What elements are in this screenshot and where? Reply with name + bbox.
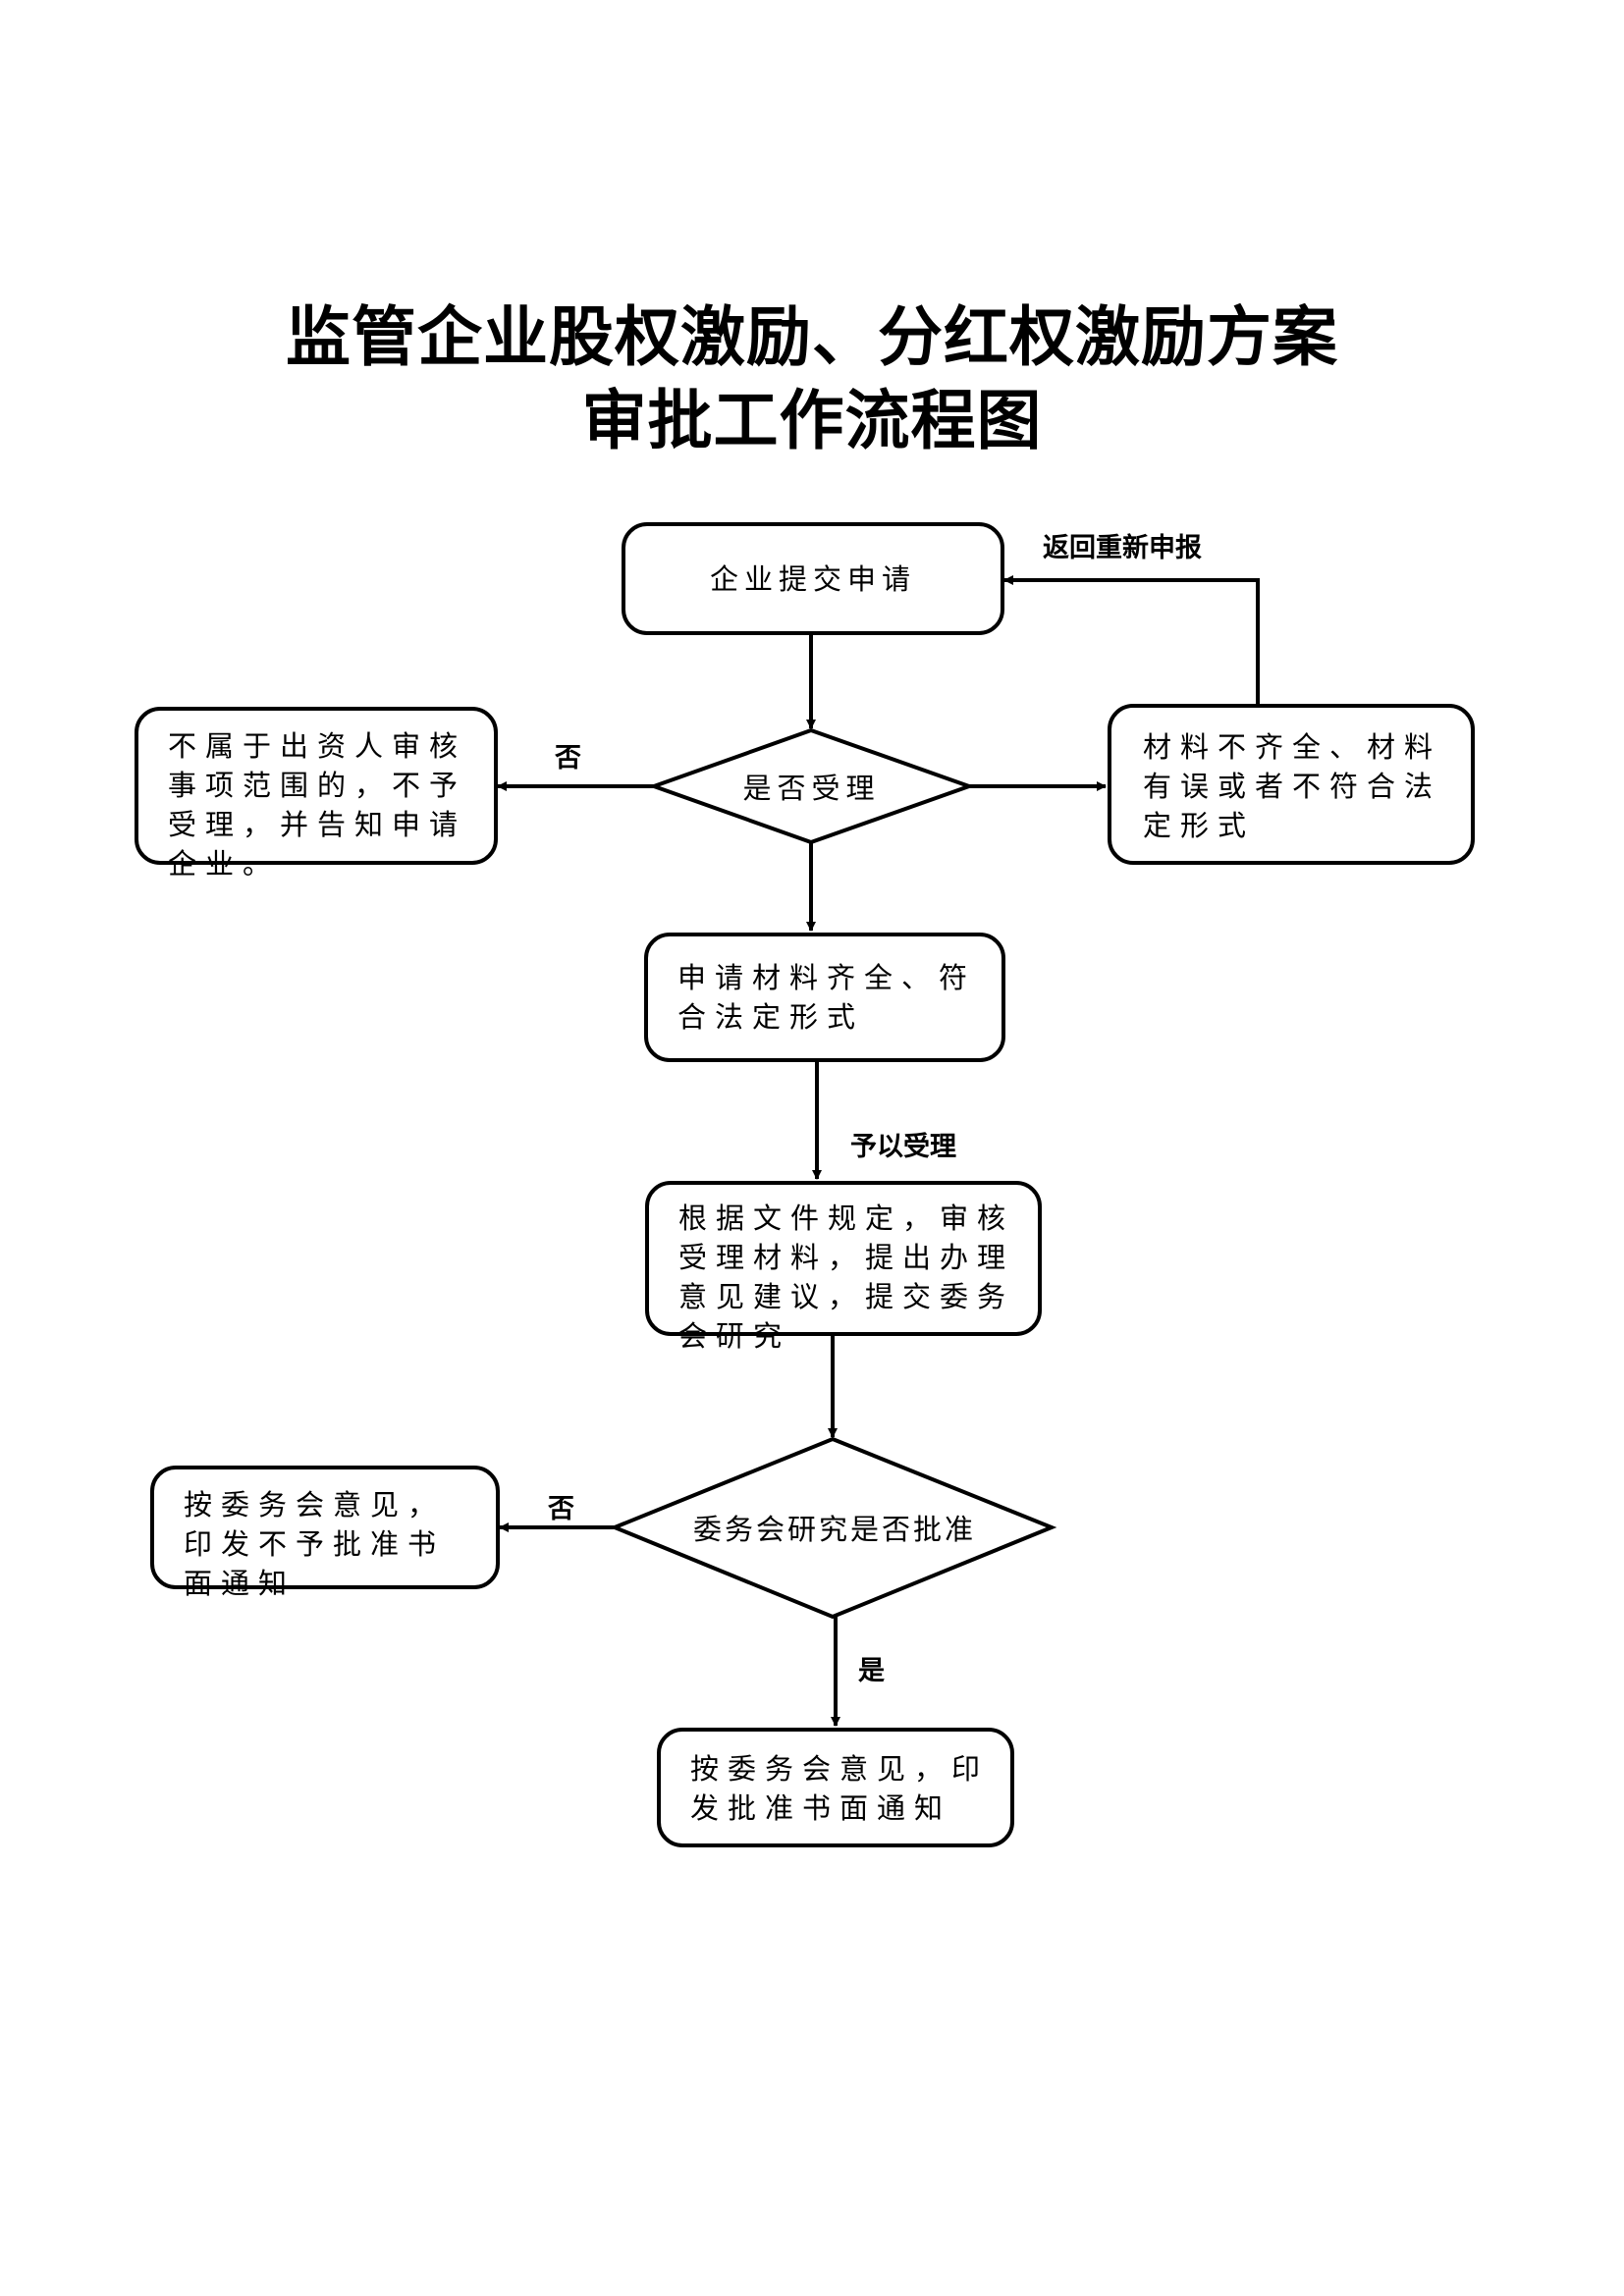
- node-reject-scope: 不属于出资人审核事项范围的，不予受理，并告知申请企业。: [135, 707, 498, 881]
- approve-decision-text: 委务会研究是否批准: [692, 1513, 976, 1546]
- node-incomplete-text: 材料不齐全、材料有误或者不符合法定形式: [1143, 730, 1442, 842]
- page-title-line-1: 监管企业股权激励、分红权激励方案: [286, 298, 1338, 375]
- node-submit: 企业提交申请: [622, 522, 1004, 635]
- node-approved: 按委务会意见，印发批准书面通知: [657, 1728, 1014, 1847]
- node-reject-scope-text: 不属于出资人审核事项范围的，不予受理，并告知申请企业。: [168, 729, 467, 881]
- label-resubmit: 返回重新申报: [1043, 533, 1202, 563]
- node-review-text: 根据文件规定，审核受理材料，提出办理意见建议，提交委务会研究: [678, 1201, 1015, 1353]
- node-complete: 申请材料齐全、符合法定形式: [644, 933, 1005, 1062]
- node-not-approved: 按委务会意见，印发不予批准书面通知: [150, 1466, 500, 1600]
- approve-decision-diamond: [609, 1436, 1057, 1620]
- label-no-approve: 否: [548, 1494, 574, 1524]
- node-review: 根据文件规定，审核受理材料，提出办理意见建议，提交委务会研究: [645, 1181, 1042, 1353]
- node-complete-text: 申请材料齐全、符合法定形式: [677, 961, 977, 1034]
- node-approved-text: 按委务会意见，印发批准书面通知: [690, 1752, 990, 1825]
- node-submit-text: 企业提交申请: [709, 561, 916, 596]
- page-title-line-2: 审批工作流程图: [581, 382, 1043, 458]
- accept-decision-text: 是否受理: [742, 772, 881, 805]
- label-accepted: 予以受理: [850, 1132, 956, 1162]
- node-incomplete: 材料不齐全、材料有误或者不符合法定形式: [1108, 704, 1475, 865]
- accept-decision-diamond: [648, 727, 975, 845]
- label-yes-approve: 是: [858, 1656, 885, 1686]
- arrow-resubmit: [1003, 575, 1260, 704]
- label-no-accept: 否: [555, 743, 581, 774]
- node-not-approved-text: 按委务会意见，印发不予批准书面通知: [184, 1488, 446, 1600]
